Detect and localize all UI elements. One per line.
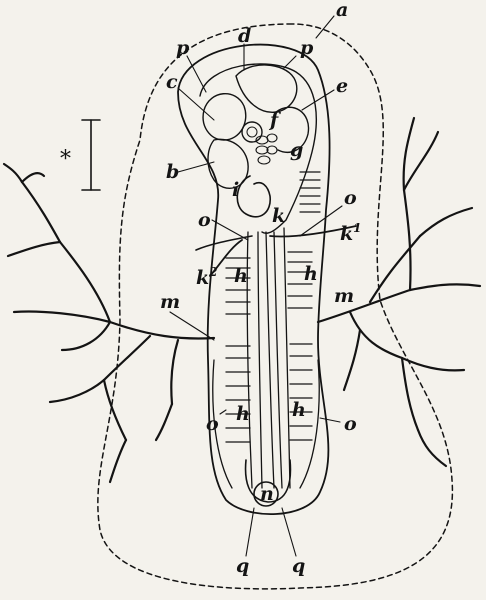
label-o-lower-right: o: [344, 413, 357, 435]
label-m-right: m: [334, 285, 354, 307]
label-o-upper-right: o: [344, 187, 357, 209]
label-m-left: m: [160, 291, 180, 313]
label-q-left: q: [236, 555, 249, 577]
label-k1: k1: [340, 221, 362, 245]
label-p-right: p: [300, 37, 314, 59]
label-e: e: [336, 75, 348, 97]
label-a: a: [336, 0, 348, 21]
label-o-lower-left: o: [206, 413, 219, 435]
label-k-center: k: [272, 205, 285, 227]
label-k2: k2: [196, 265, 218, 289]
label-d: d: [238, 25, 251, 47]
heart-loop: [237, 176, 270, 217]
label-scale-star: *: [60, 147, 71, 172]
label-p-left: p: [176, 37, 190, 59]
label-g: g: [290, 139, 303, 161]
label-h-lower-right: h: [292, 399, 306, 421]
label-c: c: [166, 71, 178, 93]
brain-vesicle-c: [203, 94, 246, 140]
label-o-upper-left: o: [198, 209, 211, 231]
lateral-border-right: [300, 360, 319, 488]
label-f: f: [268, 109, 281, 131]
label-b: b: [166, 161, 179, 183]
optic-vesicle-inner: [247, 127, 257, 137]
label-n: n: [260, 483, 274, 505]
label-i: i: [232, 179, 239, 201]
scale-bar: [82, 120, 100, 190]
upper-somites: [300, 172, 320, 212]
brain-vesicle-b: [208, 139, 248, 188]
label-h-lower-left: h: [236, 403, 250, 425]
label-h-upper-left: h: [234, 265, 248, 287]
label-h-upper-right: h: [304, 263, 318, 285]
brain-vesicle-d: [236, 65, 297, 112]
vessels-left: [4, 164, 214, 482]
label-q-right: q: [292, 555, 305, 577]
optic-vesicle: [242, 122, 262, 142]
neural-tube: [247, 228, 290, 488]
